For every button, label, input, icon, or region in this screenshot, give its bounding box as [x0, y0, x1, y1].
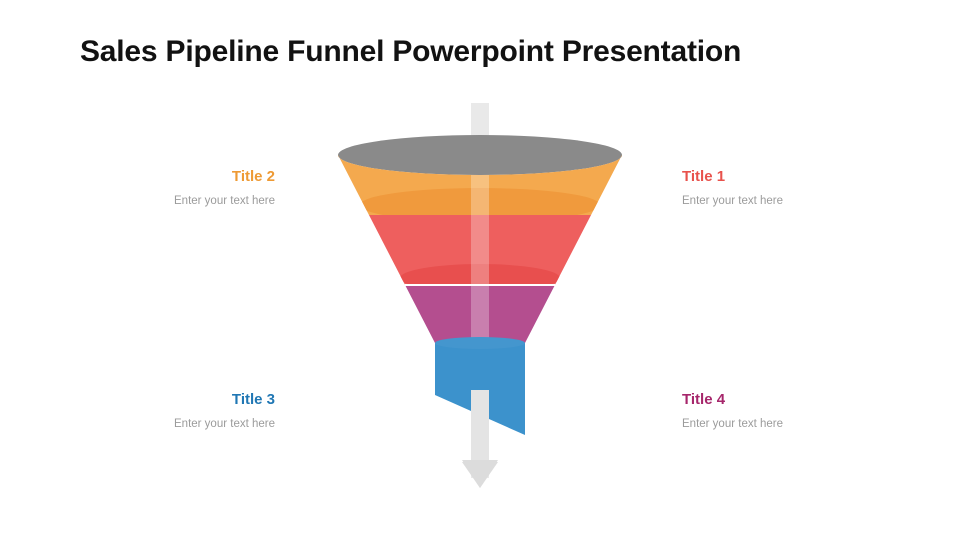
funnel-label-title-3-heading: Title 3: [231, 391, 275, 408]
funnel-spout-lip: [435, 337, 525, 349]
funnel-segment-blue: [435, 343, 525, 435]
funnel-label-title-4-subtitle: Enter your text here: [682, 418, 783, 430]
funnel-label-title-2-subtitle: Enter your text here: [174, 195, 275, 207]
arrow-overlay-highlight: [471, 175, 489, 343]
funnel-label-title-2-heading: Title 2: [231, 168, 275, 185]
page-title: Sales Pipeline Funnel Powerpoint Present…: [80, 35, 742, 68]
flow-arrow-head-icon: [462, 390, 498, 488]
funnel-label-title-4-heading: Title 4: [682, 391, 726, 408]
funnel-label-title-2[interactable]: Title 2 Enter your text here: [55, 168, 275, 208]
funnel-label-title-3[interactable]: Title 3 Enter your text here: [55, 391, 275, 431]
funnel-divider: [338, 284, 622, 286]
funnel-label-title-3-subtitle: Enter your text here: [174, 418, 275, 430]
funnel-liquid-orange: [360, 188, 600, 222]
sales-pipeline-funnel-graphic: [300, 90, 660, 500]
funnel-label-title-1-subtitle: Enter your text here: [682, 195, 783, 207]
funnel-label-title-4[interactable]: Title 4 Enter your text here: [682, 391, 902, 431]
funnel-label-title-1[interactable]: Title 1 Enter your text here: [682, 168, 902, 208]
funnel-label-title-1-heading: Title 1: [682, 168, 726, 185]
funnel-rim: [338, 135, 622, 175]
